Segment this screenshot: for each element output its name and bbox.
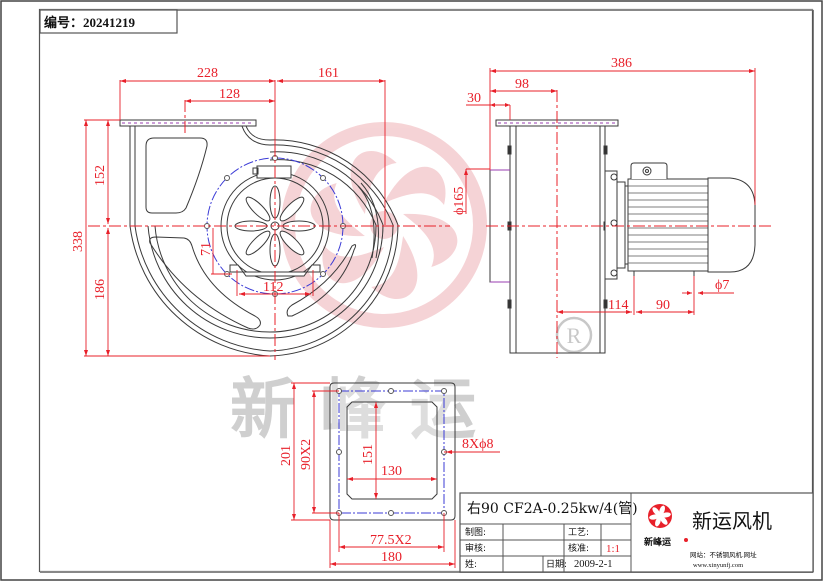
dim-width-right: 161	[318, 66, 339, 81]
front-view	[119, 119, 399, 357]
svg-text:R: R	[567, 323, 582, 348]
dim-width-left: 228	[197, 66, 218, 81]
side-centerlines	[486, 90, 772, 358]
dim-bolt-holes: 8Xϕ8	[462, 437, 493, 452]
watermark-text: 新峰运	[230, 374, 500, 447]
tb-date-value: 2009-2-1	[574, 559, 613, 570]
side-view	[489, 119, 756, 354]
tb-label-date: 日期:	[546, 559, 567, 570]
flange-view	[329, 382, 456, 521]
dim-opening-width: 130	[381, 464, 402, 479]
dim-flange-width-outer: 180	[381, 550, 402, 565]
tb-label-approved: 核准:	[568, 542, 589, 554]
company-website-label: 网站：不锈钢风机.网址	[690, 550, 757, 559]
front-centerlines	[88, 100, 450, 360]
registered-mark-icon: R	[555, 316, 593, 354]
dim-height-lower: 186	[93, 279, 108, 300]
dim-motor-foot-span: 112	[263, 280, 283, 295]
company-logo-icon	[648, 504, 688, 542]
dim-inlet-offset: 128	[219, 87, 240, 102]
dim-length-total: 386	[611, 56, 632, 71]
serial-number-box: 编号：20241219	[39, 9, 178, 34]
flange-dimensions	[291, 382, 500, 568]
title-block: 右90 CF2A-0.25kw/4(管) 制图: 工艺: 审核: 核准: 1:1…	[459, 492, 814, 573]
serial-number: 20241219	[83, 15, 136, 30]
tb-label-checked: 审核:	[465, 542, 486, 554]
dim-bolt-spacing-vertical: 90X2	[299, 439, 314, 470]
tb-label-drawn: 制图:	[465, 526, 486, 538]
company-name: 新运风机	[692, 510, 772, 533]
dim-motor-foot-spacing: 90	[656, 298, 670, 313]
dim-flange-offset: 98	[515, 77, 529, 92]
dim-inlet-diameter: ϕ165	[452, 187, 467, 215]
company-logo-text: 新峰运	[644, 536, 672, 547]
dim-bolt-spacing-horizontal: 77.5X2	[370, 533, 412, 548]
dim-height-total: 338	[71, 231, 86, 252]
dim-bolt-hole: ϕ7	[715, 278, 729, 293]
watermark-logo-icon	[281, 122, 487, 328]
dim-flange-height-outer: 201	[279, 445, 294, 466]
dim-flange-thickness: 30	[467, 91, 481, 106]
side-dimension-arrows	[464, 69, 755, 314]
flange-dimension-arrows	[292, 383, 455, 566]
dim-motor-foot-height: 71	[199, 242, 214, 256]
tb-scale-value: 1:1	[606, 543, 620, 555]
svg-text:编号：20241219: 编号：20241219	[44, 15, 136, 30]
serial-label: 编号：	[44, 15, 83, 30]
title-block-title: 右90 CF2A-0.25kw/4(管)	[467, 501, 638, 517]
tb-label-name: 姓:	[465, 558, 477, 570]
dim-motor-foot-offset: 114	[608, 298, 628, 313]
front-dimensions	[84, 80, 386, 357]
company-website-url: www.xinyunfj.com	[693, 562, 743, 569]
front-dimension-arrows	[84, 79, 385, 356]
dim-height-upper: 152	[93, 165, 108, 186]
tb-label-process: 工艺:	[568, 527, 589, 538]
dim-opening-height: 151	[361, 444, 376, 465]
